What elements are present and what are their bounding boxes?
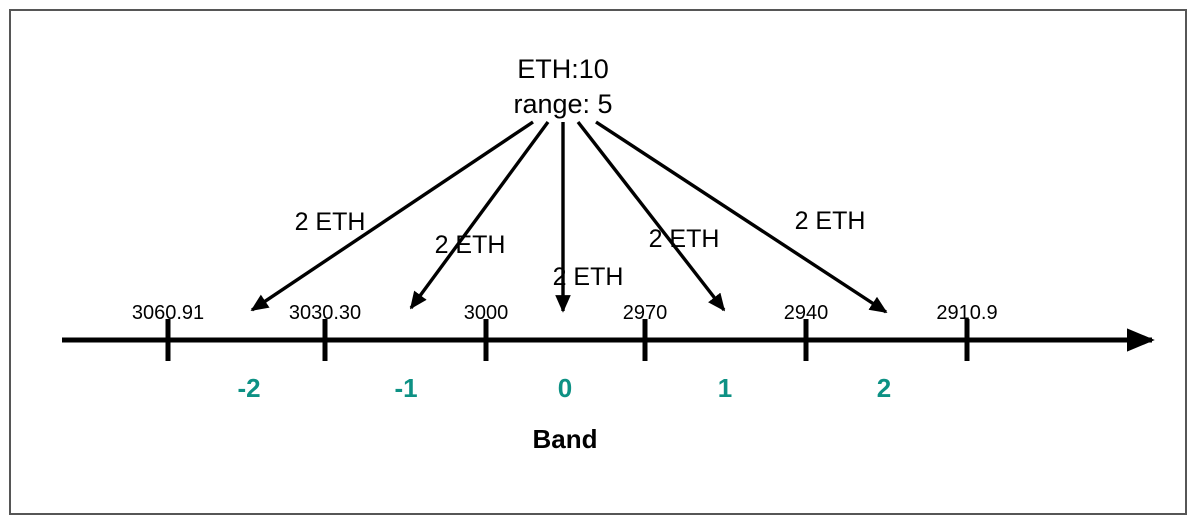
eth-total-label: ETH:10 — [517, 54, 609, 84]
allocation-label-3: 2 ETH — [648, 225, 720, 253]
allocation-arrow-4 — [595, 120, 888, 314]
allocation-arrow-0 — [250, 120, 534, 312]
price-label-1: 3030.30 — [288, 302, 362, 324]
allocation-label-0: 2 ETH — [294, 208, 366, 236]
range-label: range: 5 — [513, 89, 613, 119]
band-label-0: -2 — [237, 373, 261, 403]
price-label-4: 2940 — [783, 302, 829, 324]
allocation-label-4: 2 ETH — [794, 207, 866, 235]
price-label-5: 2910.9 — [936, 302, 998, 324]
band-label-2: 0 — [557, 373, 573, 403]
band-label-3: 1 — [717, 373, 733, 403]
price-label-3: 2970 — [622, 302, 668, 324]
price-label-0: 3060.91 — [131, 302, 205, 324]
allocation-arrow-3 — [576, 120, 726, 312]
allocation-arrow-1 — [409, 120, 550, 310]
allocation-arrows — [250, 120, 888, 314]
allocation-label-2: 2 ETH — [552, 263, 624, 291]
axis-ticks — [165, 319, 970, 361]
axis-title: Band — [532, 424, 598, 454]
band-label-4: 2 — [876, 373, 892, 403]
band-label-1: -1 — [394, 373, 418, 403]
diagram-frame — [9, 9, 1187, 515]
price-label-2: 3000 — [463, 302, 509, 324]
allocation-label-1: 2 ETH — [434, 231, 506, 259]
